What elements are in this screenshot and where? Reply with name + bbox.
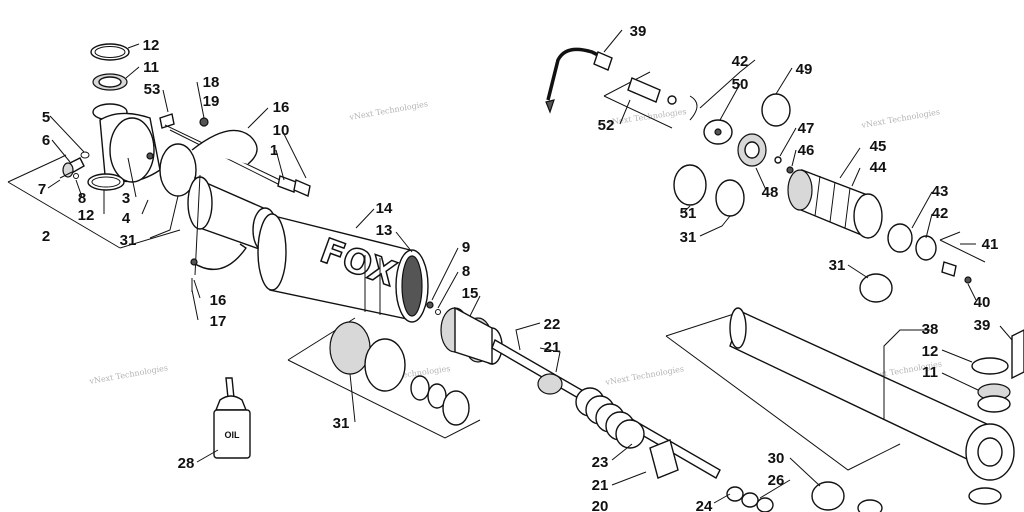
- watermark: vNext Technologies: [88, 363, 169, 386]
- callout-11: 11: [143, 59, 159, 76]
- oil-bottle: OIL: [213, 377, 251, 459]
- callout-31: 31: [829, 257, 846, 274]
- watermark: vNext Technologies: [606, 107, 687, 127]
- callout-38: 38: [922, 321, 939, 338]
- callout-41: 41: [982, 236, 999, 253]
- callout-4: 4: [122, 210, 131, 227]
- callout-52: 52: [598, 117, 615, 134]
- callout-6: 6: [42, 132, 50, 149]
- callout-31: 31: [680, 229, 697, 246]
- callout-24: 24: [696, 498, 713, 512]
- oil-bottle-label: OIL: [225, 430, 241, 440]
- lower-shock-group: [665, 307, 1024, 505]
- callout-3: 3: [122, 190, 130, 207]
- reservoir-canister-group: [545, 47, 986, 303]
- small-washers: [726, 481, 883, 512]
- callout-5: 5: [42, 109, 50, 126]
- shock-body: FOX: [257, 213, 429, 323]
- part-8: [435, 309, 441, 315]
- callout-13: 13: [376, 222, 393, 239]
- callout-12: 12: [922, 343, 939, 360]
- callout-30: 30: [768, 450, 785, 467]
- callout-8: 8: [78, 190, 86, 207]
- callout-28: 28: [178, 455, 195, 472]
- callout-43: 43: [932, 183, 949, 200]
- callout-49: 49: [796, 61, 813, 78]
- callout-8: 8: [462, 263, 470, 280]
- callout-16: 16: [273, 99, 290, 116]
- callout-14: 14: [376, 200, 393, 217]
- callout-12: 12: [78, 207, 95, 224]
- callout-23: 23: [592, 454, 609, 471]
- callout-45: 45: [870, 138, 887, 155]
- callout-16: 16: [210, 292, 227, 309]
- part-9: [426, 301, 434, 309]
- callout-51: 51: [680, 205, 697, 222]
- callout-42: 42: [732, 53, 749, 70]
- callout-39: 39: [630, 23, 647, 40]
- callout-19: 19: [203, 93, 220, 110]
- callout-21: 21: [544, 339, 561, 356]
- callout-40: 40: [974, 294, 991, 311]
- callout-1: 1: [270, 142, 278, 159]
- callout-22: 22: [544, 316, 561, 333]
- callout-44: 44: [870, 159, 887, 176]
- watermark: vNext Technologies: [604, 364, 685, 387]
- watermark: vNext Technologies: [860, 107, 941, 130]
- callout-31: 31: [120, 232, 137, 249]
- callout-12: 12: [143, 37, 160, 54]
- reservoir-cap-group: [7, 43, 209, 249]
- seal-kit-group: [287, 317, 481, 439]
- callout-26: 26: [768, 472, 785, 489]
- callout-18: 18: [203, 74, 220, 91]
- callout-46: 46: [798, 142, 815, 159]
- callout-47: 47: [798, 120, 815, 137]
- callout-42: 42: [932, 205, 949, 222]
- callout-21: 21: [592, 477, 609, 494]
- bumper-group: [440, 306, 503, 365]
- callout-48: 48: [762, 184, 779, 201]
- callout-53: 53: [144, 81, 161, 98]
- callout-50: 50: [732, 76, 749, 93]
- shaft-group: [491, 338, 721, 479]
- callout-2: 2: [42, 228, 50, 245]
- callout-39: 39: [974, 317, 991, 334]
- callout-20: 20: [592, 498, 609, 512]
- callout-labels: 12 11 53 18 19 5 6 7 8 3 12 4 2 31 16 10…: [38, 23, 999, 512]
- watermark: vNext Technologies: [348, 99, 429, 122]
- callout-9: 9: [462, 239, 470, 256]
- callout-11: 11: [922, 364, 938, 381]
- leader-lines: [47, 29, 1013, 504]
- callout-15: 15: [462, 285, 479, 302]
- callout-31: 31: [333, 415, 350, 432]
- callout-7: 7: [38, 181, 46, 198]
- callout-10: 10: [273, 122, 290, 139]
- callout-17: 17: [210, 313, 227, 330]
